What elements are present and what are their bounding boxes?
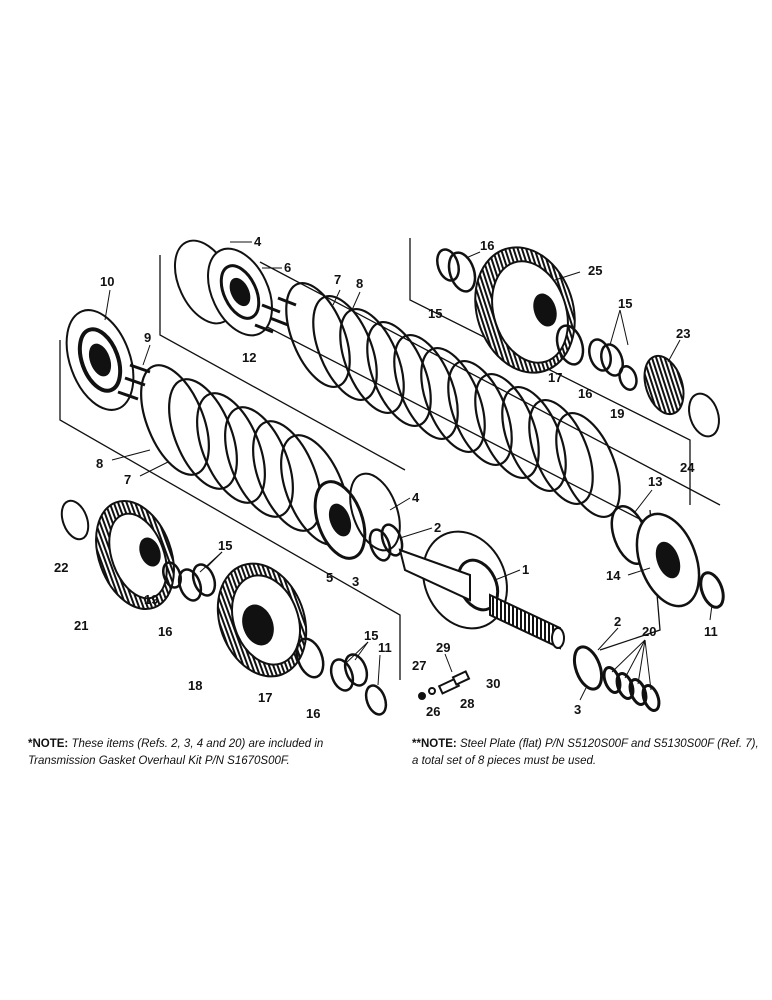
callout-14: 14	[606, 568, 621, 583]
callout-19-left: 19	[144, 592, 158, 607]
callout-24: 24	[680, 460, 695, 475]
callout-22: 22	[54, 560, 68, 575]
callout-15-right: 15	[618, 296, 632, 311]
bearing-set-lower-center	[295, 637, 388, 716]
callout-5: 5	[326, 570, 333, 585]
callout-25: 25	[588, 263, 602, 278]
drum-part-10	[65, 309, 135, 411]
callout-15-top: 15	[428, 306, 442, 321]
callout-23: 23	[676, 326, 690, 341]
callout-11-bottom: 11	[378, 640, 392, 655]
callout-19-top: 19	[610, 406, 624, 421]
bearing-set-lower-left	[162, 561, 217, 602]
note-gasket-kit: *NOTE: These items (Refs. 2, 3, 4 and 20…	[28, 736, 388, 770]
callout-20: 20	[642, 624, 656, 639]
callout-8-top: 8	[356, 276, 363, 291]
leader-lines	[104, 241, 713, 701]
drum-part-18	[216, 562, 308, 678]
callout-17-bottom: 17	[258, 690, 272, 705]
callout-21: 21	[74, 618, 88, 633]
bearing-set-upper-right	[436, 248, 638, 391]
callout-7-top: 7	[334, 272, 341, 287]
gear-part-21	[60, 499, 175, 611]
callout-16-right: 16	[578, 386, 592, 401]
callout-4-mid: 4	[412, 490, 420, 505]
piston-and-seals	[313, 472, 404, 562]
note-right-text: Steel Plate (flat) P/N S5120S00F and S51…	[412, 738, 759, 767]
seal-ring-set-20	[572, 645, 661, 712]
callout-3-right: 3	[574, 702, 581, 717]
right-shaft-parts	[610, 505, 725, 609]
callout-18: 18	[188, 678, 202, 693]
callout-4-top: 4	[254, 234, 262, 249]
callout-2-right: 2	[614, 614, 621, 629]
callout-12: 12	[242, 350, 256, 365]
callout-7-left: 7	[124, 472, 131, 487]
callout-6: 6	[284, 260, 291, 275]
note-left-text: These items (Refs. 2, 3, 4 and 20) are i…	[28, 738, 324, 767]
callout-8-left: 8	[96, 456, 103, 471]
note-right-prefix: **NOTE:	[412, 738, 457, 750]
note-steel-plate: **NOTE: Steel Plate (flat) P/N S5120S00F…	[412, 736, 762, 770]
callout-10: 10	[100, 274, 114, 289]
note-left-prefix: *NOTE:	[28, 738, 69, 750]
piston-housing-part	[173, 239, 273, 337]
callout-2-mid: 2	[434, 520, 441, 535]
gear-part-23	[643, 354, 720, 438]
callout-17-top: 17	[548, 370, 562, 385]
callout-13: 13	[648, 474, 662, 489]
lower-clutch-pack	[140, 364, 350, 546]
callout-labels: 4 6 12 7 8 16 15 25 15 23 17 16 19 24 10…	[54, 234, 718, 720]
callout-30: 30	[486, 676, 500, 691]
callout-26: 26	[426, 704, 440, 719]
callout-27: 27	[412, 658, 426, 673]
upper-clutch-pack	[285, 281, 621, 519]
callout-11-right: 11	[704, 624, 718, 639]
callout-9: 9	[144, 330, 151, 345]
callout-29: 29	[436, 640, 450, 655]
callout-28: 28	[460, 696, 474, 711]
callout-16-top: 16	[480, 238, 494, 253]
callout-15-bottom: 15	[364, 628, 378, 643]
gear-part-25	[474, 246, 576, 374]
callout-16-bottom: 16	[306, 706, 320, 720]
exploded-parts-diagram: 4 6 12 7 8 16 15 25 15 23 17 16 19 24 10…	[54, 234, 725, 720]
small-parts-26-30	[418, 670, 471, 700]
callout-15-left: 15	[218, 538, 232, 553]
callout-1: 1	[522, 562, 529, 577]
callout-3-mid: 3	[352, 574, 359, 589]
main-shaft-part-1	[398, 530, 565, 650]
callout-16-left: 16	[158, 624, 172, 639]
assembly-outline-lines	[59, 238, 721, 680]
